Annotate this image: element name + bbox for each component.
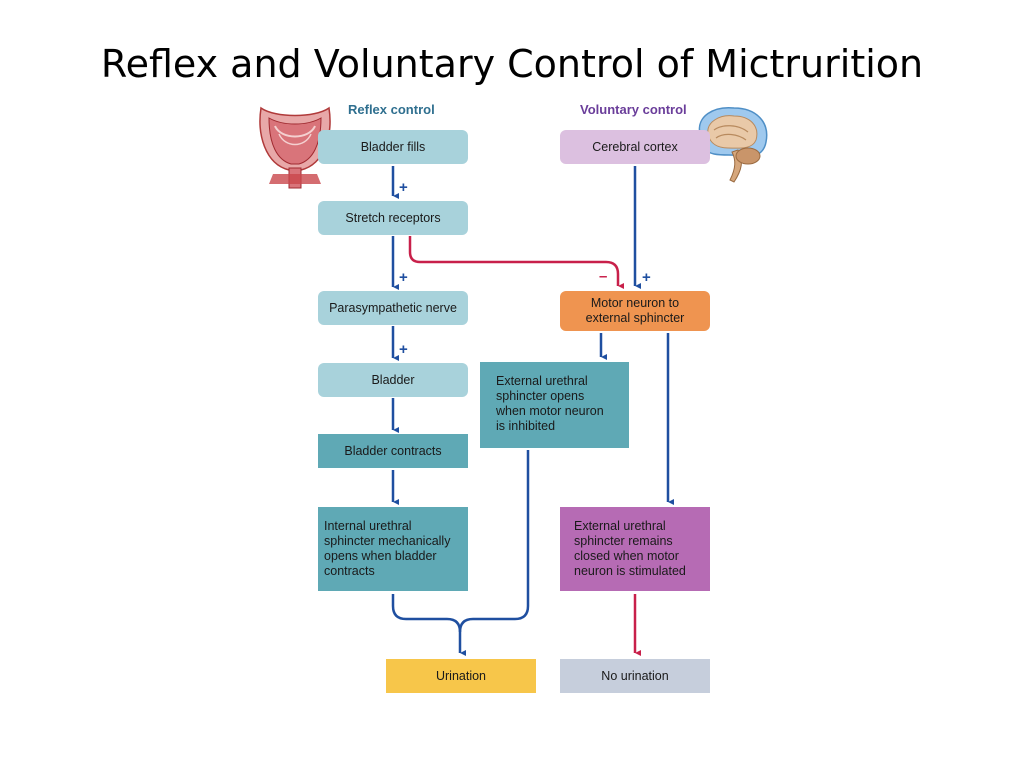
line-opens-to-urination xyxy=(458,450,530,633)
bladder-contracts-label: Bladder contracts xyxy=(344,443,442,458)
minus-sign: – xyxy=(599,268,608,285)
box-bladder-contracts: Bladder contracts xyxy=(318,434,468,468)
external-closed-text: External urethral sphincter remains clos… xyxy=(574,519,686,579)
bladder-fills-label: Bladder fills xyxy=(360,139,426,154)
plus-sign-1: + xyxy=(399,179,408,196)
box-parasympathetic-nerve: Parasympathetic nerve xyxy=(318,291,468,325)
box-cerebral-cortex: Cerebral cortex xyxy=(560,130,710,164)
parasympathetic-nerve-label: Parasympathetic nerve xyxy=(329,300,457,315)
box-external-closed: External urethral sphincter remains clos… xyxy=(560,507,710,591)
box-bladder-fills: Bladder fills xyxy=(318,130,468,164)
motor-neuron-text: Motor neuron to external sphincter xyxy=(586,296,685,326)
arrow-to-urination xyxy=(391,594,460,653)
box-bladder: Bladder xyxy=(318,363,468,397)
box-internal-sphincter: Internal urethral sphincter mechanically… xyxy=(318,507,468,591)
plus-sign-2: + xyxy=(399,269,408,286)
no-urination-label: No urination xyxy=(601,668,669,683)
external-opens-text: External urethral sphincter opens when m… xyxy=(496,374,604,434)
box-motor-neuron: Motor neuron to external sphincter xyxy=(560,291,710,331)
external-closed-line4: neuron is stimulated xyxy=(574,564,686,578)
internal-line2: sphincter mechanically xyxy=(324,534,451,548)
bladder-illustration xyxy=(259,106,331,189)
cerebral-cortex-label: Cerebral cortex xyxy=(592,139,678,154)
inhibit-arrow-receptors-to-motor xyxy=(408,236,618,286)
plus-sign-4: + xyxy=(642,269,651,286)
urination-label: Urination xyxy=(435,668,487,683)
bladder-label: Bladder xyxy=(371,372,415,387)
motor-neuron-line2: external sphincter xyxy=(585,311,685,325)
plus-sign-3: + xyxy=(399,341,408,358)
internal-line1: Internal urethral xyxy=(324,519,412,533)
reflex-control-header: Reflex control xyxy=(348,102,435,117)
brain-illustration xyxy=(698,107,768,183)
external-opens-line3: when motor neuron xyxy=(496,404,604,418)
external-closed-line1: External urethral xyxy=(574,519,666,533)
external-closed-line2: sphincter remains xyxy=(574,534,673,548)
page-title: Reflex and Voluntary Control of Mictruri… xyxy=(100,42,924,86)
external-opens-line2: sphincter opens xyxy=(496,389,585,403)
box-stretch-receptors: Stretch receptors xyxy=(318,201,468,235)
external-opens-line4: is inhibited xyxy=(496,419,556,433)
stretch-receptors-label: Stretch receptors xyxy=(345,210,441,225)
box-no-urination: No urination xyxy=(560,659,710,693)
box-urination: Urination xyxy=(386,659,536,693)
internal-sphincter-text: Internal urethral sphincter mechanically… xyxy=(324,519,450,579)
voluntary-control-header: Voluntary control xyxy=(580,102,687,117)
external-opens-line1: External urethral xyxy=(496,374,588,388)
internal-line3: opens when bladder xyxy=(324,549,437,563)
motor-neuron-line1: Motor neuron to xyxy=(590,296,680,310)
internal-line4: contracts xyxy=(324,564,375,578)
external-closed-line3: closed when motor xyxy=(574,549,679,563)
box-external-opens: External urethral sphincter opens when m… xyxy=(480,362,629,448)
